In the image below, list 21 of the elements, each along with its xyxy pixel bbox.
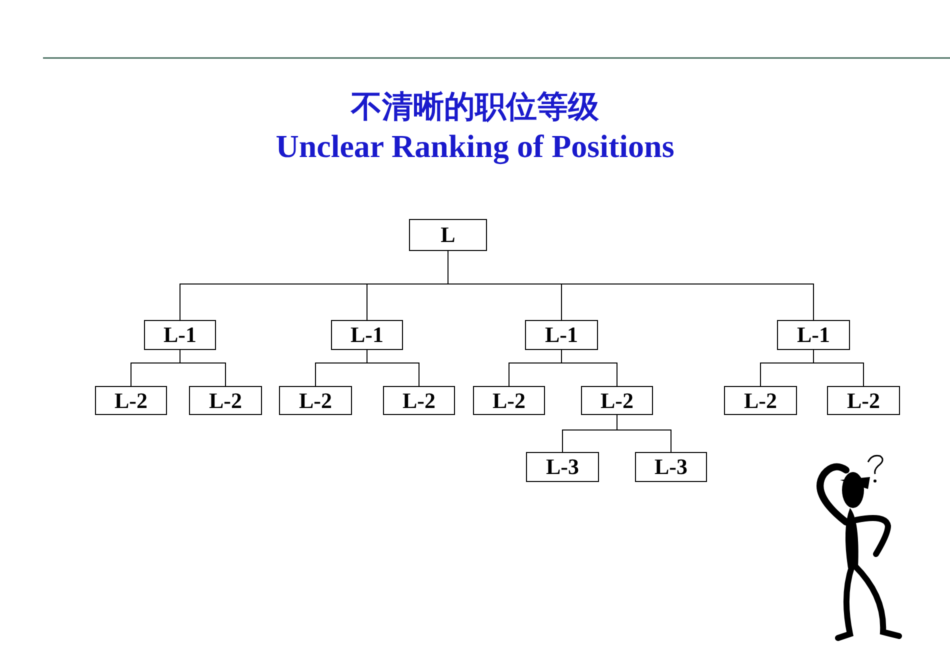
rank-box: L-1 bbox=[331, 320, 403, 350]
subtitle: Unclear Ranking of Positions bbox=[274, 128, 676, 165]
rank-box: L-2 bbox=[827, 386, 900, 415]
connector-line bbox=[561, 350, 618, 386]
rank-box: L-3 bbox=[526, 452, 599, 482]
rank-box: L-2 bbox=[581, 386, 653, 415]
rank-box: L-2 bbox=[95, 386, 167, 415]
rank-box: L-2 bbox=[189, 386, 262, 415]
connector-line bbox=[813, 350, 864, 386]
rank-box: L bbox=[409, 219, 487, 251]
rank-box: L-1 bbox=[144, 320, 216, 350]
rank-box: L-2 bbox=[724, 386, 797, 415]
rank-box: L-1 bbox=[777, 320, 850, 350]
connector-line bbox=[180, 350, 226, 386]
rank-box: L-3 bbox=[635, 452, 707, 482]
rank-box: L-2 bbox=[473, 386, 545, 415]
rank-box: L-1 bbox=[525, 320, 598, 350]
title: 不清晰的职位等级 bbox=[350, 88, 600, 127]
connector-line bbox=[616, 414, 672, 452]
rank-box: L-2 bbox=[383, 386, 455, 415]
rank-box: L-2 bbox=[279, 386, 352, 415]
